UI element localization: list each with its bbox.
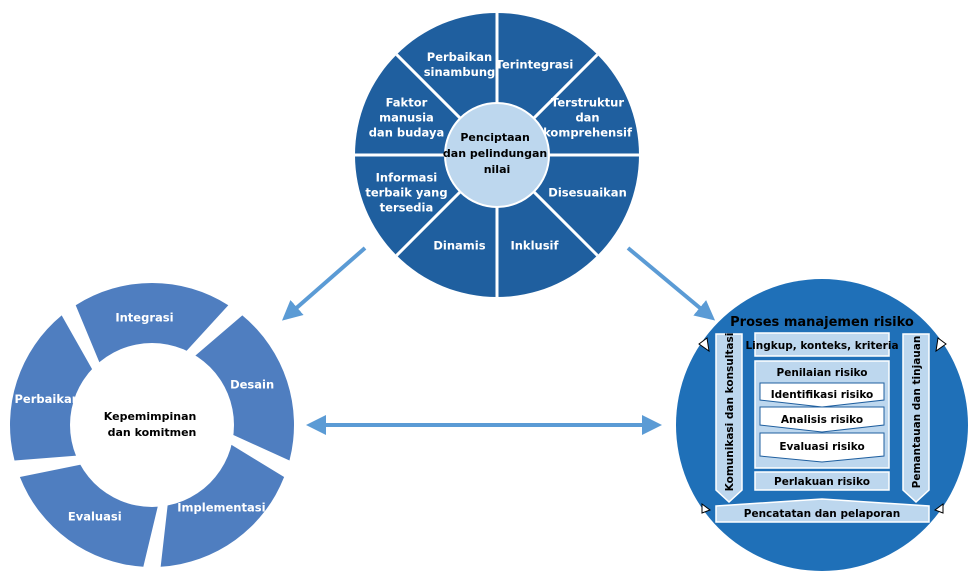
recording-left-arrow-icon [701,503,712,514]
framework-label-evaluasi: Evaluasi [68,510,122,524]
communication-arrow-icon [698,337,710,353]
framework-segment-evaluasi [19,462,161,567]
assessment-label: Penilaian risiko [777,367,868,379]
recording-right-arrow-icon [933,503,944,514]
principles-center-label: Penciptaan dan pelindungan nilai [443,131,551,176]
framework-segment-integrasi [75,283,229,372]
arrow-principles-to-framework [281,246,367,321]
arrow-principles-to-process [626,246,716,321]
recording-bar [715,498,930,523]
process-title: Proses manajemen risiko [730,315,914,330]
principles-center-circle [444,102,550,208]
monitoring-bar [902,333,930,504]
framework-wheel: Kepemimpinan dan komitmen IntegrasiDesai… [10,283,294,567]
framework-label-integrasi: Integrasi [115,310,173,324]
scope-label: Lingkup, konteks, kriteria [745,340,898,352]
framework-center-label: Kepemimpinan dan komitmen [104,410,200,439]
framework-label-perbaikan: Perbaikan [14,392,79,406]
principle-label-inklusif: Inklusif [510,239,559,253]
principle-label-terintegrasi: Terintegrasi [496,57,574,71]
evaluation-chevron [759,432,885,463]
connector-arrows [281,246,716,435]
framework-segment-desain [187,315,294,461]
monitoring-arrow-icon [935,337,947,353]
analysis-label: Analisis risiko [781,414,863,426]
communication-bar [715,333,743,504]
framework-segments [10,283,294,567]
framework-label-desain: Desain [230,378,274,392]
identification-chevron [759,382,885,408]
framework-center-circle [70,343,234,507]
identification-label: Identifikasi risiko [771,389,874,401]
process-circle: Proses manajemen risiko Komunikasi dan k… [676,279,968,571]
monitoring-label: Pemantauan dan tinjauan [911,336,923,489]
recording-label: Pencatatan dan pelaporan [744,508,900,520]
framework-label-implementasi: Implementasi [177,501,265,515]
scope-box [754,332,890,357]
communication-label: Komunikasi dan konsultasi [724,333,736,492]
principle-label-dinamis: Dinamis [433,239,485,253]
principle-label-disesuaikan: Disesuaikan [548,186,626,200]
framework-segment-implementasi [160,439,285,567]
analysis-chevron [759,406,885,433]
evaluation-label: Evaluasi risiko [779,441,864,453]
treatment-box [754,471,890,491]
treatment-label: Perlakuan risiko [774,476,870,488]
